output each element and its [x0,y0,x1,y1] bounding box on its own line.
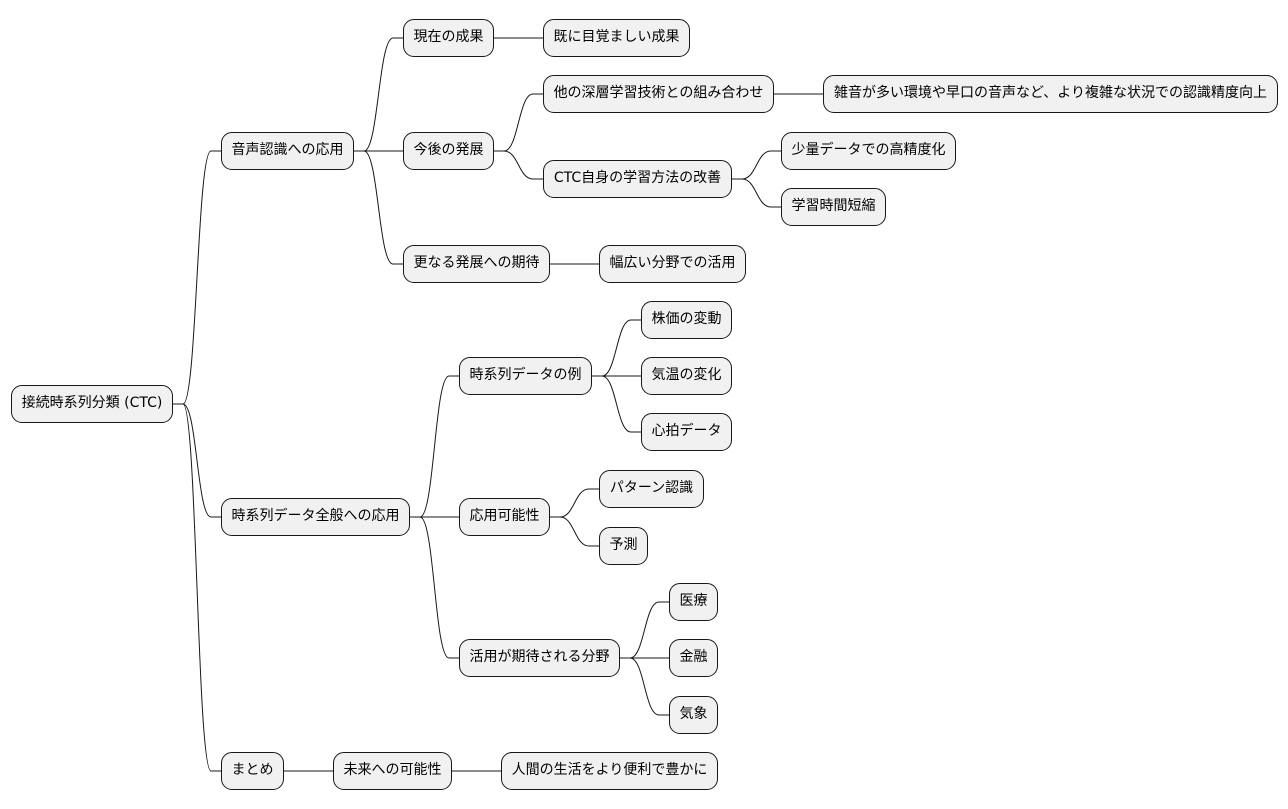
edge-root-to-b [173,403,221,518]
edge-b-to-b1 [410,375,459,518]
root-node: 接続時系列分類 (CTC) [11,385,173,423]
node-finance: 金融 [669,639,718,677]
node-temperature: 気温の変化 [641,357,732,395]
edge-b1-to-b1-1 [592,319,641,377]
edge-a2-2-to-a2-2-1 [732,150,781,180]
node-wide-use: 幅広い分野での活用 [599,245,746,283]
node-expected-fields: 活用が期待される分野 [459,639,620,677]
edge-root-to-c [173,403,221,772]
node-applicability: 応用可能性 [459,498,550,536]
edge-b2-to-b2-2 [550,516,599,547]
node-current-results: 現在の成果 [403,19,494,57]
edge-a2-2-to-a2-2-2 [732,178,781,208]
node-small-data-accuracy: 少量データでの高精度化 [781,132,956,170]
node-further-expectation: 更なる発展への期待 [403,245,550,283]
edge-b2-to-b2-1 [550,488,599,518]
node-heart-rate: 心拍データ [641,413,732,451]
node-combine-deep-learning: 他の深層学習技術との組み合わせ [543,75,774,113]
node-speech-recognition: 音声認識への応用 [221,132,354,170]
node-summary: まとめ [221,752,284,790]
edge-b3-to-b3-3 [620,657,669,716]
node-weather: 気象 [669,696,718,734]
edge-a-to-a1 [354,37,403,152]
edge-b1-to-b1-3 [592,375,641,433]
edge-a2-to-a2-2 [494,150,543,180]
node-remarkable-results: 既に目覚ましい成果 [543,19,690,57]
node-prediction: 予測 [599,527,648,565]
node-accuracy-improvement: 雑音が多い環境や早口の音声など、より複雑な状況での認識精度向上 [823,75,1278,113]
edge-root-to-a [173,150,221,405]
node-medical: 医療 [669,583,718,621]
edge-a2-to-a2-1 [494,93,543,152]
node-stock-prices: 株価の変動 [641,301,732,339]
edge-b-to-b3 [410,516,459,659]
node-ctc-learning-improvement: CTC自身の学習方法の改善 [543,160,732,198]
node-pattern-recognition: パターン認識 [599,470,704,508]
node-time-series-examples: 時系列データの例 [459,357,592,395]
edge-a-to-a3 [354,150,403,265]
node-future-development: 今後の発展 [403,132,494,170]
node-shorter-training: 学習時間短縮 [781,188,886,226]
node-time-series-application: 時系列データ全般への応用 [221,498,410,536]
node-richer-life: 人間の生活をより便利で豊かに [501,752,718,790]
edge-b3-to-b3-1 [620,601,669,659]
node-future-possibility: 未来への可能性 [333,752,452,790]
